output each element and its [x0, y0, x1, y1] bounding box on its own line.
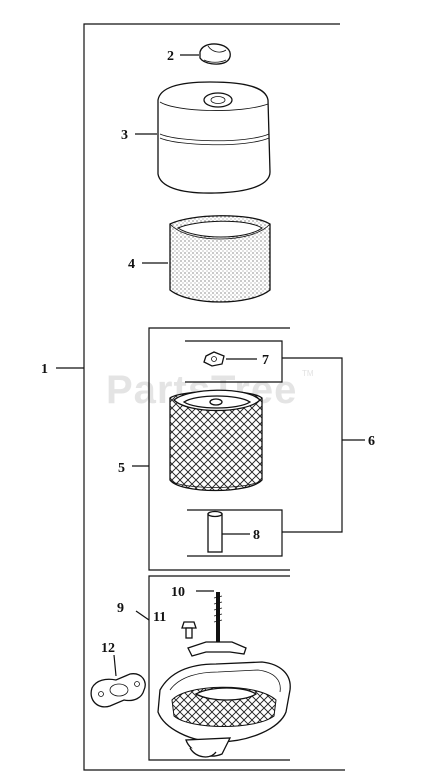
callout-7: 7: [262, 353, 269, 368]
callout-4: 4: [128, 257, 135, 272]
callout-5: 5: [118, 461, 125, 476]
callout-8: 8: [253, 528, 260, 543]
callout-2: 2: [167, 49, 174, 64]
part-5-filter-element[interactable]: [169, 389, 263, 492]
part-7-clip[interactable]: [203, 351, 225, 367]
part-3-cover[interactable]: [157, 81, 271, 194]
part-9-base[interactable]: [157, 661, 291, 758]
watermark-tm: TM: [302, 369, 314, 378]
callout-3: 3: [121, 128, 128, 143]
callout-1: 1: [41, 362, 48, 377]
box-9: [148, 575, 290, 761]
part-2-knob[interactable]: [199, 43, 231, 65]
part-12-gasket[interactable]: [90, 673, 146, 708]
part-10-stud[interactable]: [187, 592, 247, 657]
callout-6: 6: [368, 434, 375, 449]
assembly-bracket-1: [83, 23, 345, 771]
part-4-precleaner[interactable]: [169, 215, 271, 303]
part-11-screw[interactable]: [181, 621, 197, 639]
part-8-spacer[interactable]: [207, 510, 223, 553]
callout-11: 11: [153, 610, 166, 625]
bracket-6: [282, 357, 365, 533]
callout-10: 10: [171, 585, 185, 600]
callout-12: 12: [101, 641, 115, 656]
group-boxes-7-8: [185, 340, 283, 557]
callout-9: 9: [117, 601, 124, 616]
box-5: [148, 327, 290, 571]
